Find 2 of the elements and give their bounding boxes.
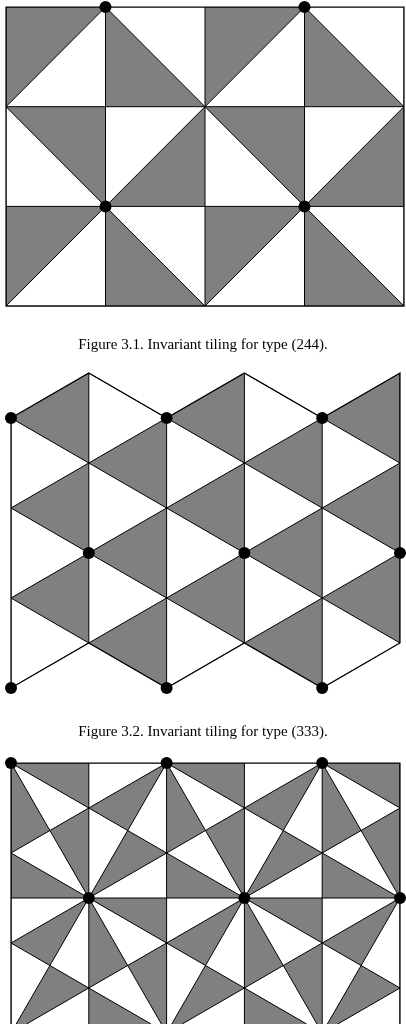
figure-caption: Figure 3.2. Invariant tiling for type (333). [77,723,329,740]
figure-caption: Figure 3.1. Invariant tiling for type (244). [77,336,329,353]
